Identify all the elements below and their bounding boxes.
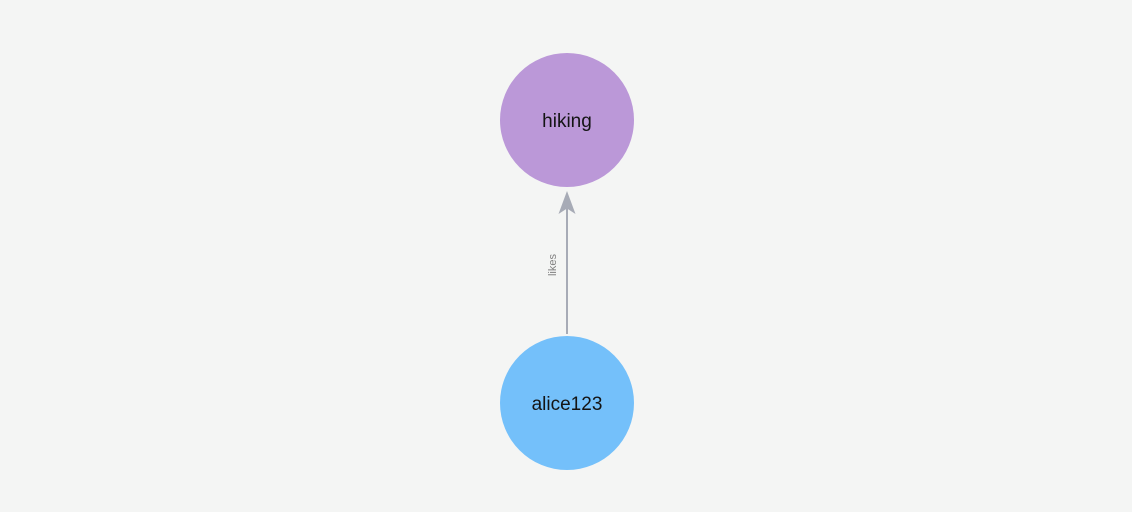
- node-label: hiking: [542, 111, 592, 132]
- node-label: alice123: [532, 394, 603, 415]
- node-hiking[interactable]: hiking: [500, 53, 634, 187]
- node-circle[interactable]: [500, 53, 634, 187]
- edge-alice123-likes-hiking[interactable]: likes: [547, 191, 576, 334]
- node-circle[interactable]: [500, 336, 634, 470]
- edge-label: likes: [547, 254, 559, 277]
- arrowhead-icon: [558, 191, 576, 214]
- node-alice123[interactable]: alice123: [500, 336, 634, 470]
